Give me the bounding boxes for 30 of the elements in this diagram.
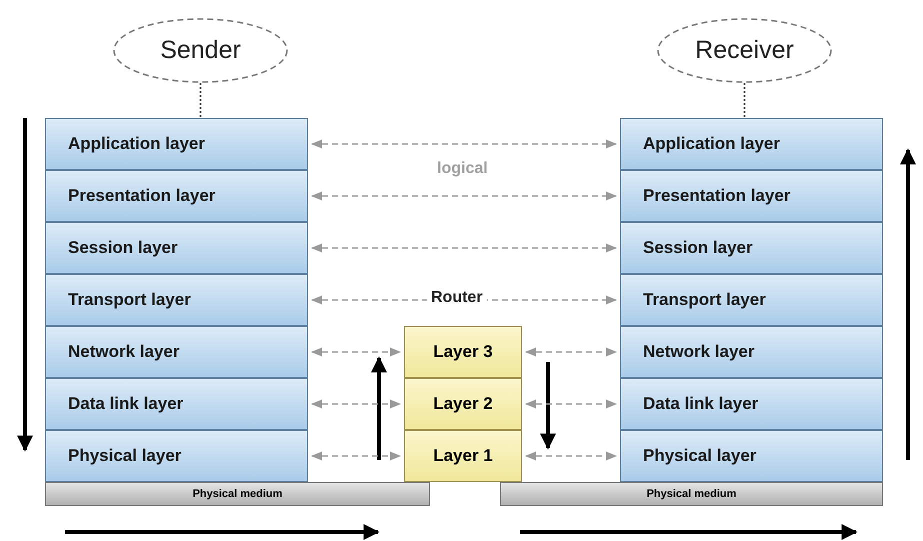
medium-bar: Physical medium [45,482,430,506]
node-label: Sender [160,36,241,65]
node-label: Receiver [695,36,794,65]
layer-box: Network layer [620,326,883,378]
connector-arrow [310,452,402,460]
connector-arrow [310,244,618,252]
layer-box: Application layer [620,118,883,170]
connector-arrow [310,140,618,148]
router-layer-box: Layer 3 [404,326,522,378]
layer-box: Session layer [45,222,308,274]
layer-box: Application layer [45,118,308,170]
router-layer-box: Layer 1 [404,430,522,482]
router-layer-box: Layer 2 [404,378,522,430]
connector-arrow [310,348,402,356]
layer-box: Data link layer [45,378,308,430]
layer-box: Physical layer [45,430,308,482]
layer-box: Presentation layer [45,170,308,222]
layer-box: Network layer [45,326,308,378]
layer-box: Transport layer [620,274,883,326]
connector-arrow [524,348,618,356]
connector-arrow [524,452,618,460]
connector-arrow [310,400,402,408]
layer-box: Presentation layer [620,170,883,222]
layer-box: Session layer [620,222,883,274]
connector-arrow [310,192,618,200]
layer-box: Physical layer [620,430,883,482]
layer-box: Transport layer [45,274,308,326]
connector-arrow [524,400,618,408]
medium-bar: Physical medium [500,482,883,506]
layer-box: Data link layer [620,378,883,430]
